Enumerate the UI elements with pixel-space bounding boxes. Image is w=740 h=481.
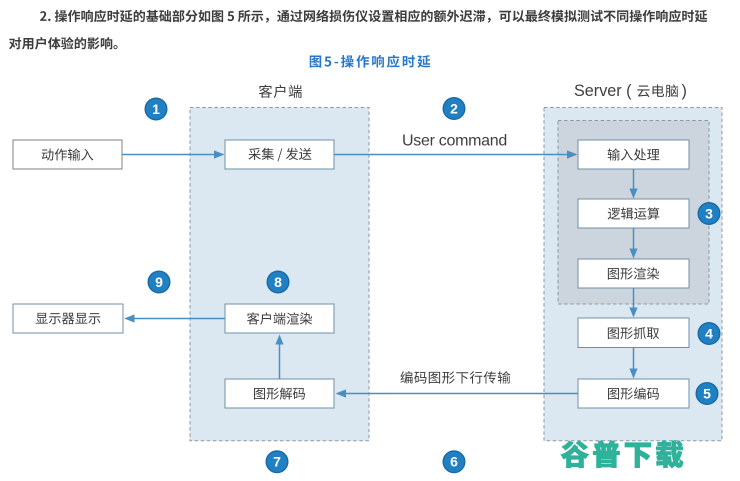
svg-text:9: 9 (155, 274, 163, 290)
svg-text:4: 4 (705, 325, 713, 341)
svg-text:Server (: Server ( (574, 82, 632, 100)
svg-text:8: 8 (274, 274, 282, 290)
svg-text:User command: User command (402, 133, 507, 150)
svg-text:1: 1 (152, 101, 160, 117)
svg-text:6: 6 (450, 454, 458, 470)
svg-text:2: 2 (450, 100, 458, 116)
svg-text:3: 3 (705, 205, 713, 221)
svg-text:5: 5 (703, 385, 711, 401)
svg-text:): ) (682, 82, 687, 100)
svg-text:7: 7 (273, 454, 281, 470)
